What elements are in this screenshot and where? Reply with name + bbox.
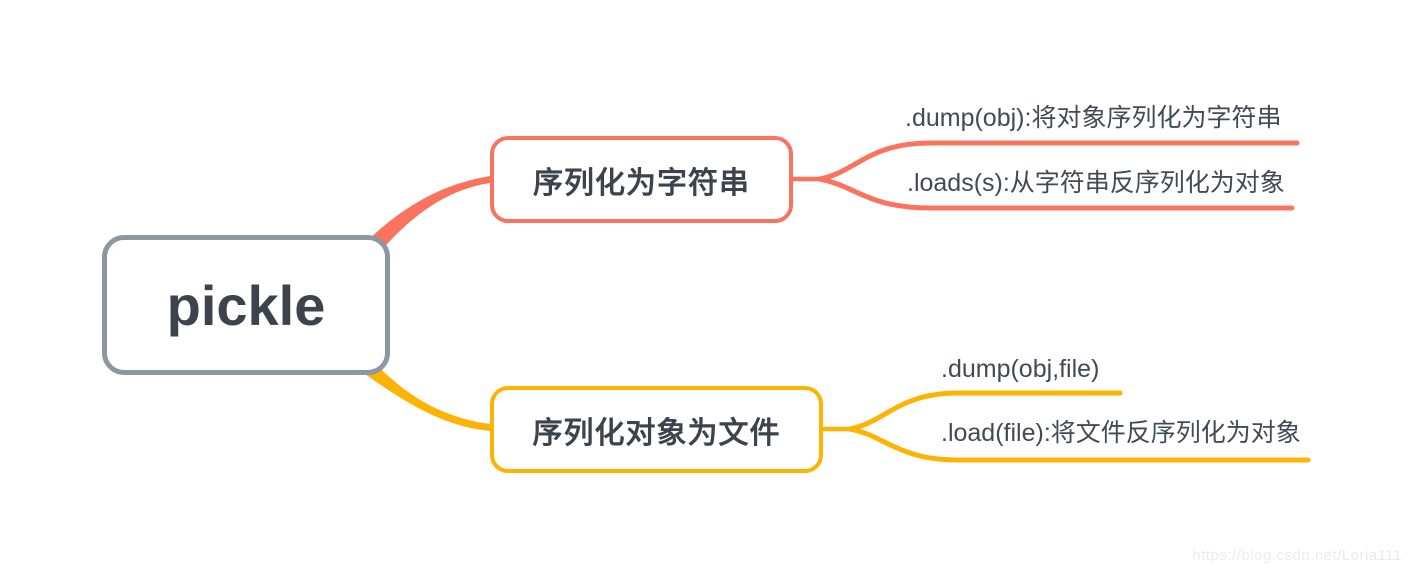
bottom-leaf1-connector-underline [847,390,1123,432]
connector-root-to-top-branch [368,176,490,252]
top-leaf2-connector-underline [817,176,1295,211]
leaf-loads-from-string[interactable]: .loads(s):从字符串反序列化为对象 [907,169,1285,197]
leaf-load-from-file[interactable]: .load(file):将文件反序列化为对象 [941,419,1301,447]
connector-root-to-bottom-branch [362,362,490,431]
leaf-dump-obj-to-string[interactable]: .dump(obj):将对象序列化为字符串 [905,104,1282,132]
root-node-pickle[interactable]: pickle [102,235,390,375]
bottom-leaf2-connector-underline [847,426,1311,463]
top-leaf1-connector-underline [817,140,1300,182]
leaf-dump-obj-file[interactable]: .dump(obj,file) [941,355,1100,383]
watermark: https://blog.csdn.net/Loria111 [1192,547,1402,564]
branch-node-serialize-to-string[interactable]: 序列化为字符串 [490,136,793,223]
branch-node-serialize-to-file[interactable]: 序列化对象为文件 [490,386,823,473]
